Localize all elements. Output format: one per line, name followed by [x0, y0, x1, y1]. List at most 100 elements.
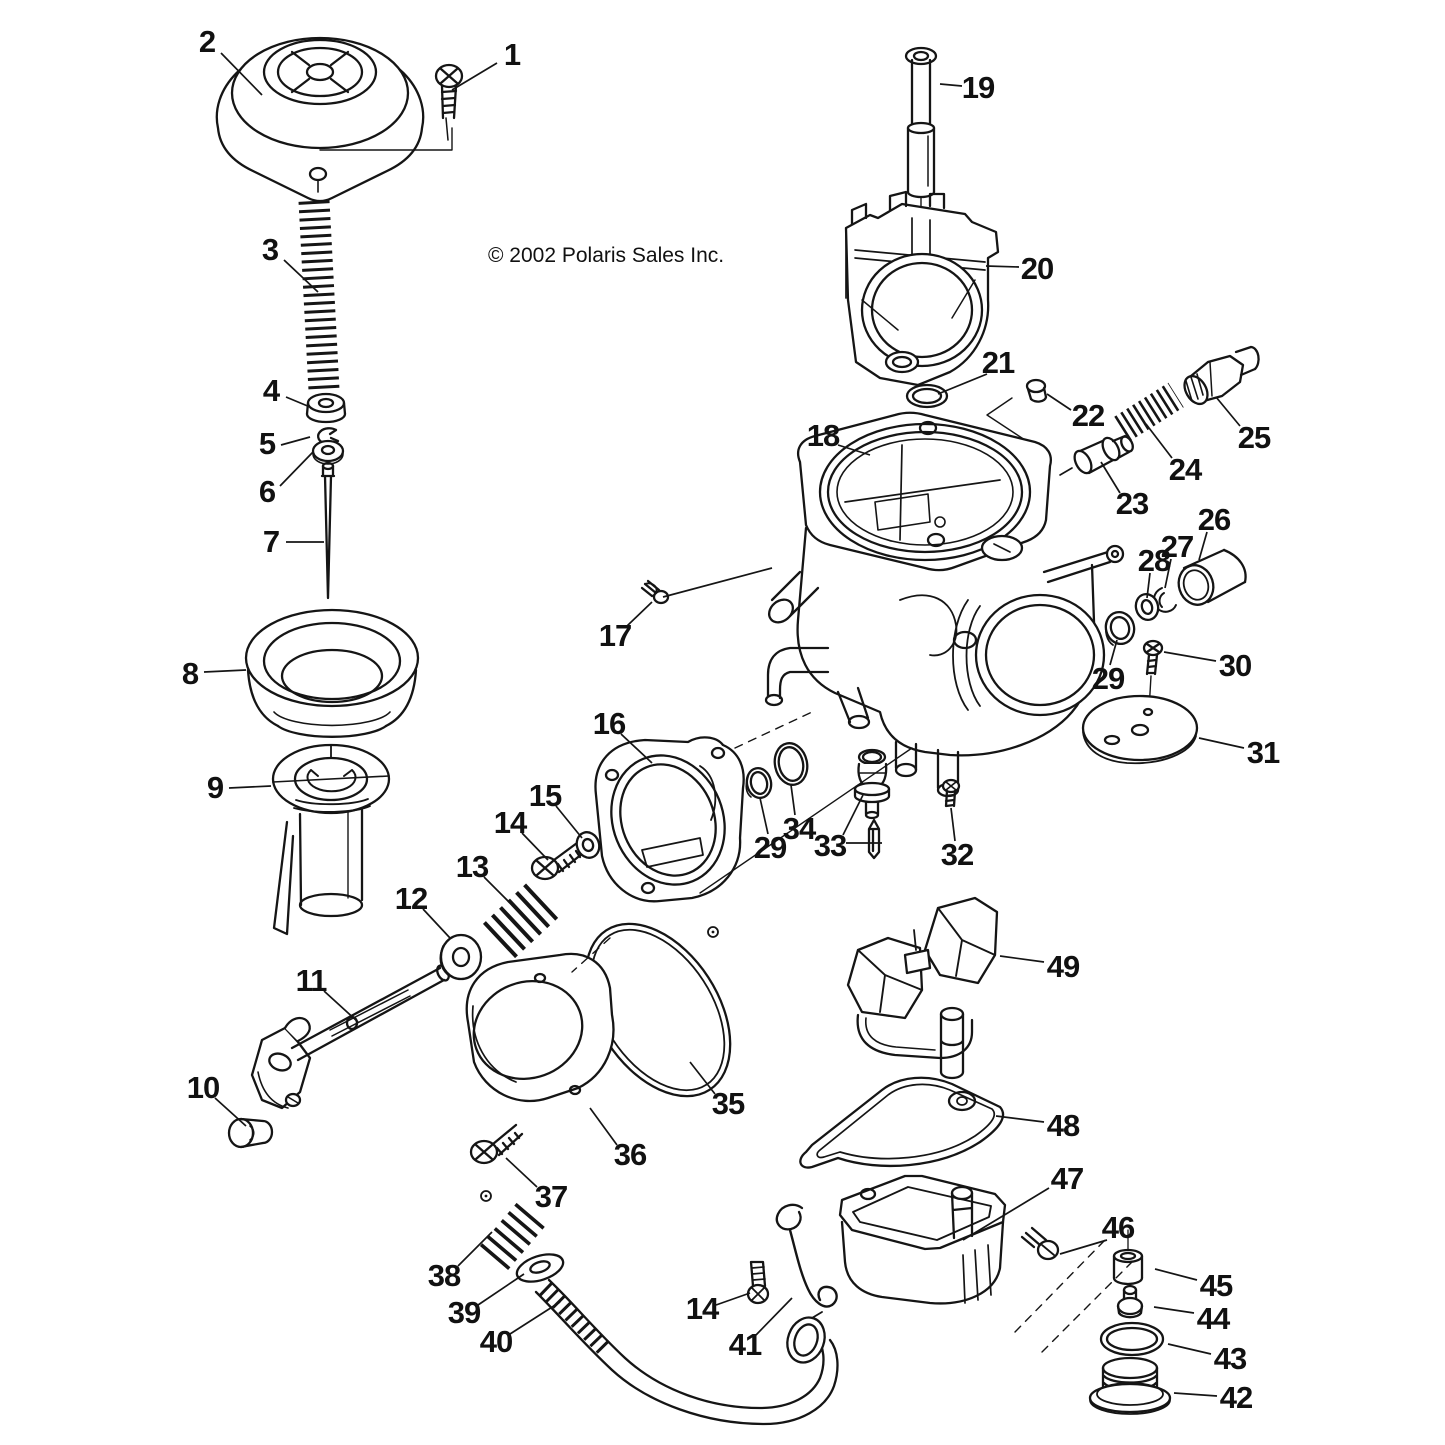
callout-label-33: 33	[813, 828, 847, 863]
leader-line-46	[1059, 1239, 1108, 1255]
part-43-o-ring	[1099, 1321, 1165, 1357]
part-18-carburetor-body	[764, 411, 1125, 798]
leader-line-34	[790, 784, 796, 816]
leader-line-29	[1109, 639, 1118, 666]
leader-line-27	[1164, 558, 1172, 589]
part-39-washer	[515, 1253, 565, 1283]
part-3-slide-spring	[298, 200, 340, 391]
part-49-float	[846, 896, 999, 1080]
leader-line-14	[715, 1292, 751, 1306]
leader-line-29	[759, 797, 769, 835]
part-29-seal	[1104, 610, 1136, 646]
part-23-cable-adjuster	[1059, 434, 1134, 476]
callout-label-29: 29	[1091, 661, 1125, 696]
callout-label-11: 11	[295, 963, 328, 998]
callout-label-40: 40	[479, 1324, 513, 1359]
leader-line-11	[323, 990, 359, 1023]
part-21-o-ring	[905, 383, 949, 409]
leader-line-8	[203, 669, 247, 673]
leader-line-22	[1046, 393, 1072, 411]
callout-label-38: 38	[427, 1258, 461, 1293]
callout-label-2: 2	[198, 24, 216, 59]
part-14-screw-lower	[746, 1260, 770, 1305]
part-34-o-ring	[773, 742, 809, 786]
leader-line-38	[457, 1231, 493, 1267]
callout-label-29: 29	[753, 830, 787, 865]
part-22-plug	[986, 378, 1048, 443]
part-16-chamber-cover	[594, 736, 745, 938]
callout-label-24: 24	[1168, 452, 1202, 487]
callout-label-21: 21	[981, 345, 1015, 380]
leader-line-48	[995, 1115, 1045, 1123]
callout-label-49: 49	[1046, 949, 1080, 984]
leader-line-23	[1100, 461, 1121, 494]
callout-label-39: 39	[447, 1295, 481, 1330]
part-1-screw	[434, 63, 464, 141]
leader-line-18	[837, 444, 871, 456]
leader-line-32	[950, 807, 956, 842]
part-15-washer	[575, 831, 601, 859]
leader-line-33	[842, 794, 864, 836]
leader-line-17	[626, 601, 653, 627]
callout-label-42: 42	[1219, 1380, 1253, 1415]
part-47-float-bowl	[838, 1174, 1007, 1305]
part-2-diaphragm-cover	[215, 36, 453, 203]
leader-line-2	[220, 52, 263, 96]
callout-label-8: 8	[181, 656, 199, 691]
part-45-jet-sleeve	[1112, 1229, 1144, 1286]
callout-label-34: 34	[782, 811, 816, 846]
leader-line-24	[1145, 423, 1173, 459]
leader-line-31	[1198, 737, 1245, 749]
part-4-spring-seat	[305, 392, 347, 424]
callout-label-22: 22	[1071, 398, 1105, 433]
leader-line-6	[279, 451, 314, 487]
part-44-main-jet	[1116, 1284, 1144, 1319]
part-10-plug	[227, 1117, 274, 1149]
leader-line-28	[1146, 572, 1151, 599]
leader-line-5	[280, 436, 311, 446]
callout-label-15: 15	[528, 778, 562, 813]
callout-label-1: 1	[503, 37, 521, 72]
leader-line-39	[477, 1273, 525, 1306]
part-36-end-cover	[465, 952, 615, 1103]
leader-line-13	[483, 876, 511, 904]
callout-label-10: 10	[186, 1070, 220, 1105]
callout-label-28: 28	[1137, 543, 1171, 578]
callout-label-45: 45	[1199, 1268, 1233, 1303]
part-7-jet-needle	[320, 461, 336, 600]
callout-label-4: 4	[262, 373, 280, 408]
part-26-dust-cap	[1177, 548, 1247, 606]
leader-line-14	[521, 832, 549, 861]
leader-line-19	[939, 83, 963, 87]
leader-line-3	[283, 259, 319, 293]
leader-line-45	[1154, 1268, 1198, 1281]
part-19-plunger	[904, 46, 938, 259]
part-6-washer	[311, 439, 345, 465]
callout-label-5: 5	[258, 426, 276, 461]
callout-label-20: 20	[1020, 251, 1054, 286]
callout-label-30: 30	[1218, 648, 1252, 683]
callout-label-9: 9	[206, 770, 224, 805]
leader-line-35	[689, 1061, 716, 1095]
callout-label-17: 17	[598, 618, 632, 653]
part-46-bowl-screw	[1020, 1226, 1060, 1261]
part-40-drain-hose	[534, 1278, 839, 1426]
callout-label-48: 48	[1046, 1108, 1080, 1143]
part-32-screw	[941, 778, 961, 808]
leader-line-36	[589, 1107, 618, 1146]
callout-label-44: 44	[1196, 1301, 1230, 1336]
part-20-throttle-housing	[844, 190, 1000, 387]
callout-label-19: 19	[961, 70, 995, 105]
part-42-drain-plug	[1088, 1356, 1172, 1415]
callout-label-14: 14	[493, 805, 527, 840]
part-8-diaphragm	[244, 608, 420, 738]
leader-line-25	[1215, 396, 1241, 427]
callout-label-7: 7	[262, 524, 280, 559]
callout-label-37: 37	[534, 1179, 568, 1214]
leader-line-12	[422, 908, 451, 939]
callout-label-16: 16	[592, 706, 626, 741]
callout-label-25: 25	[1237, 420, 1271, 455]
leader-line-42	[1173, 1392, 1218, 1397]
callout-label-13: 13	[455, 849, 489, 884]
